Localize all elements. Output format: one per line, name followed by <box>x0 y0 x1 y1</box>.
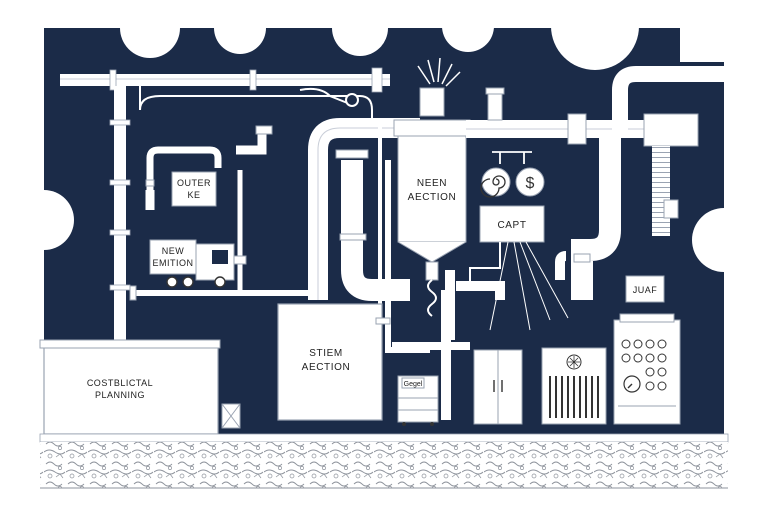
top-header-pipe <box>60 67 390 93</box>
neen-aection-label: NEEN <box>417 178 447 189</box>
filing-cabinet: Gegel <box>397 375 439 426</box>
outer-ke-unit: OUTER KE <box>145 125 273 290</box>
dollar-glyph: $ <box>526 175 535 192</box>
outer-ke-label: OUTER <box>177 178 211 188</box>
mid-drop-pipe <box>392 290 470 420</box>
new-emition-label: NEW <box>162 246 185 256</box>
spiral-valve-icon <box>480 167 511 198</box>
crate-icon <box>221 403 241 429</box>
flex-duct <box>652 146 679 236</box>
new-emition-sublabel: EMITION <box>153 258 194 268</box>
juaf-tag: JUAF <box>625 275 665 303</box>
right-supply-pipe <box>555 138 621 300</box>
fan-icon <box>566 354 582 370</box>
stiem-aection-label: STIEM <box>309 348 343 359</box>
truck-icon <box>166 243 247 288</box>
left-vertical-pipe <box>109 86 131 346</box>
outer-ke-sublabel: KE <box>187 190 200 200</box>
ground-strip <box>39 433 729 489</box>
neen-aection-vessel: NEEN AECTION <box>393 57 471 317</box>
fan-grille <box>549 376 599 418</box>
neen-aection-sublabel: AECTION <box>408 192 457 203</box>
fan-unit <box>541 347 607 425</box>
juaf-label: JUAF <box>633 285 658 295</box>
costblictal-planning-desk: COSTBLICTAL PLANNING <box>39 339 221 435</box>
exhaust-sparks-icon <box>417 57 461 87</box>
cabinet-tag-label: Gegel <box>404 381 423 388</box>
dollar-coin-icon: $ <box>515 167 545 197</box>
right-header-pipe <box>466 66 724 147</box>
stiem-aection-unit: STIEM AECTION <box>277 303 391 421</box>
stiem-aection-sublabel: AECTION <box>302 362 351 373</box>
center-large-pipes <box>308 118 430 353</box>
new-emition-truck: NEW EMITION <box>149 239 247 288</box>
control-icons: $ <box>480 151 545 198</box>
thin-conduits <box>139 86 373 130</box>
double-locker <box>473 349 523 425</box>
dial-grid <box>621 339 667 391</box>
control-panel <box>613 313 681 425</box>
lower-left-pipe <box>129 285 310 301</box>
gauge-dial-icon <box>623 375 641 393</box>
costblictal-sublabel: PLANNING <box>95 390 145 400</box>
capt-label: CAPT <box>497 220 526 231</box>
costblictal-label: COSTBLICTAL <box>87 378 153 388</box>
